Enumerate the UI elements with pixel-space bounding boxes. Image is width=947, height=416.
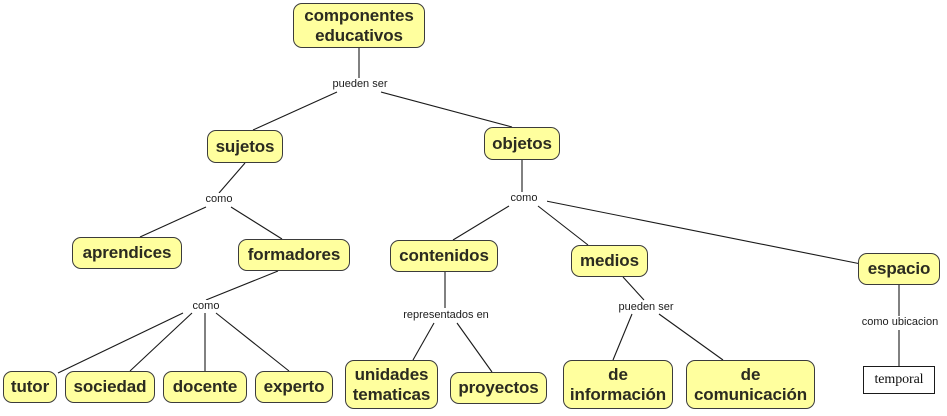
node-formadores[interactable]: formadores [238, 239, 350, 271]
node-objetos[interactable]: objetos [484, 127, 560, 160]
edge-label-to-comunicacion [658, 313, 724, 361]
node-temporal[interactable]: temporal [863, 366, 935, 394]
node-componentes-educativos[interactable]: componentes educativos [293, 3, 425, 48]
node-unidades-tematicas[interactable]: unidades tematicas [345, 360, 438, 409]
node-aprendices[interactable]: aprendices [72, 237, 182, 269]
edge-formadores-to-label [205, 270, 279, 301]
node-de-comunicacion[interactable]: de comunicación [686, 360, 815, 409]
edge-label-to-informacion [612, 313, 633, 361]
link-label-pueden-ser-root: pueden ser [327, 78, 393, 90]
edge-label-to-medios [537, 205, 589, 246]
edge-sujetos-to-label [218, 162, 246, 194]
node-de-informacion[interactable]: de información [563, 360, 673, 409]
node-docente[interactable]: docente [163, 371, 247, 403]
node-medios[interactable]: medios [571, 245, 648, 277]
edge-label-to-aprendices [139, 206, 207, 238]
edge-label-to-tutor [57, 312, 184, 374]
link-label-representados-en: representados en [393, 309, 499, 321]
edge-label-to-objetos [380, 91, 513, 128]
edge-label-to-proyectos [456, 322, 493, 373]
link-label-como-sujetos: como [196, 193, 242, 205]
edge-label-to-contenidos [452, 205, 510, 241]
link-label-como-formadores: como [183, 300, 229, 312]
node-sociedad[interactable]: sociedad [65, 371, 155, 403]
edge-label-to-espacio [545, 200, 862, 265]
node-contenidos[interactable]: contenidos [390, 240, 498, 272]
edge-label-to-sociedad [129, 312, 193, 372]
node-espacio[interactable]: espacio [858, 253, 940, 285]
edge-label-to-experto [215, 312, 290, 372]
node-proyectos[interactable]: proyectos [450, 372, 547, 404]
node-tutor[interactable]: tutor [3, 371, 57, 403]
node-experto[interactable]: experto [255, 371, 333, 403]
edge-label-to-formadores [230, 206, 283, 240]
edge-label-to-unidades [412, 322, 435, 361]
link-label-pueden-ser-medios: pueden ser [613, 301, 679, 313]
edge-medios-to-label [622, 276, 645, 301]
link-label-como-objetos: como [501, 192, 547, 204]
node-sujetos[interactable]: sujetos [207, 130, 283, 163]
link-label-como-ubicacion: como ubicacion [855, 316, 945, 328]
edge-label-to-sujetos [252, 91, 338, 131]
